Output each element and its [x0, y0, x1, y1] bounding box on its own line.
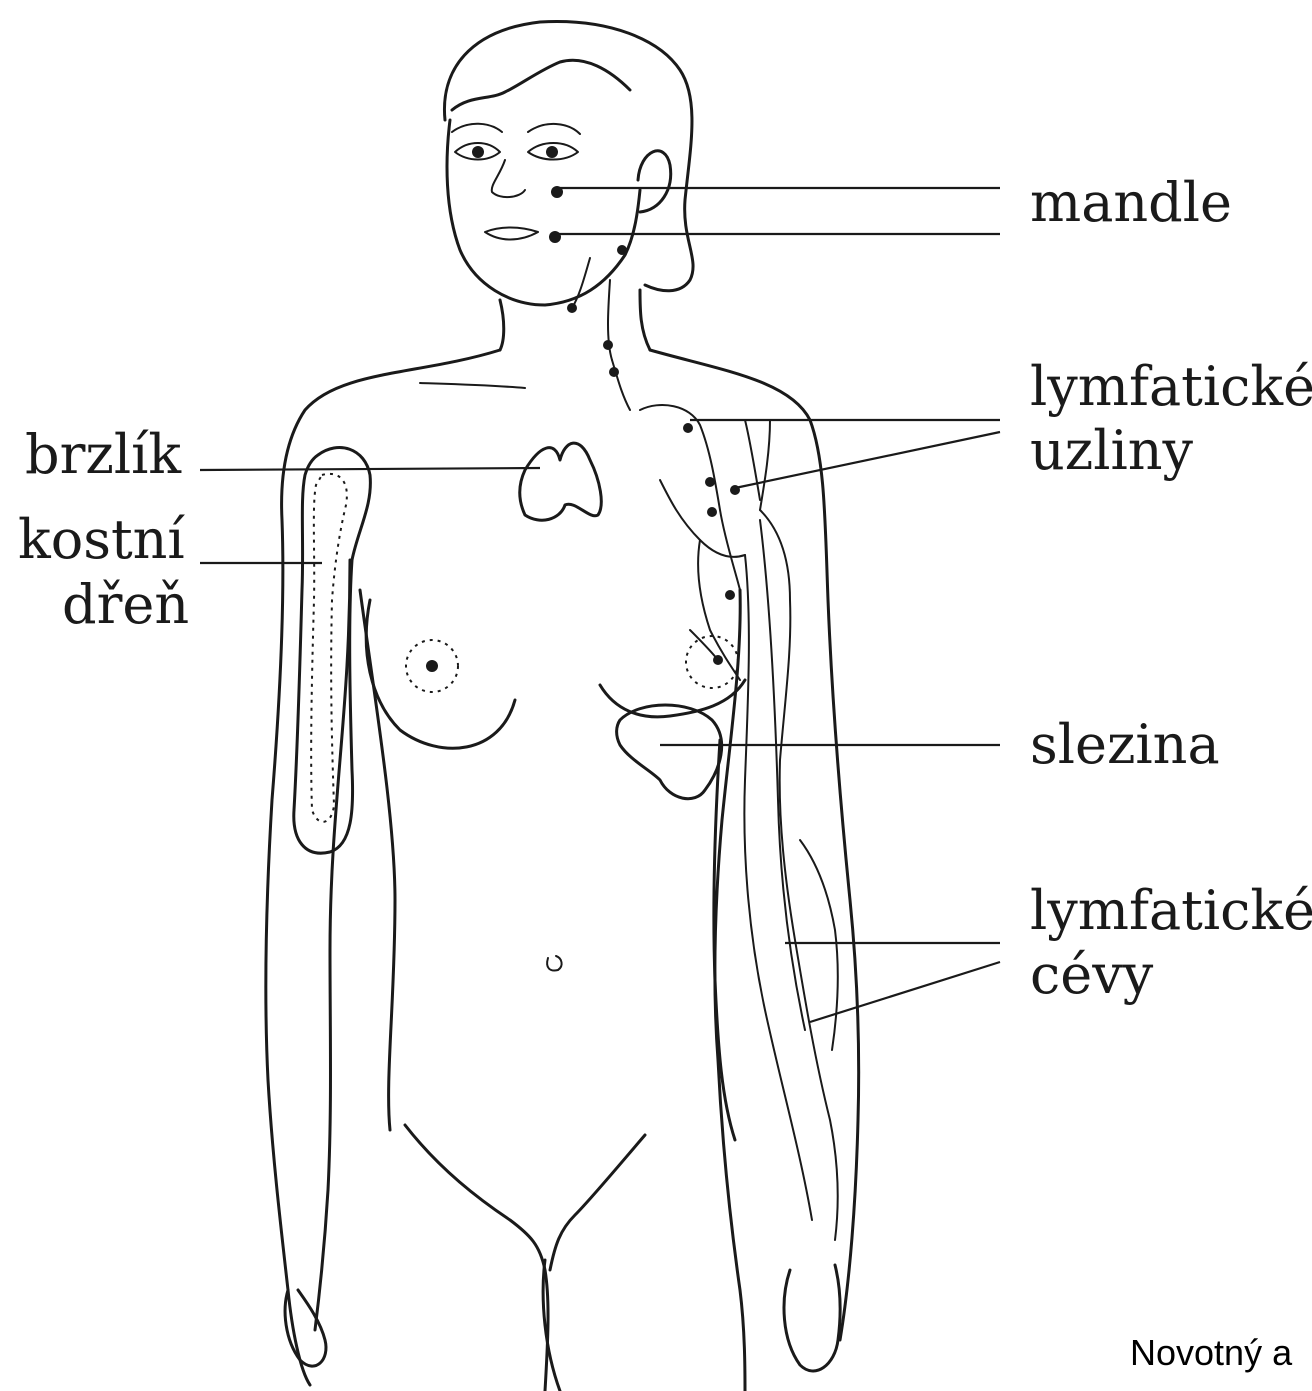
neck-right	[640, 290, 650, 350]
neck-left	[500, 300, 504, 350]
right-hand	[784, 1265, 840, 1371]
groin	[405, 1125, 548, 1391]
ear	[638, 151, 671, 212]
label-lymph-nodes-line2: uzliny	[1030, 424, 1193, 478]
label-mandle: mandle	[1030, 176, 1232, 230]
spleen-organ	[617, 705, 722, 799]
mouth	[485, 228, 538, 240]
fringe	[452, 60, 630, 110]
left-waist	[360, 590, 395, 1130]
label-lymph-nodes-line1: lymfatické	[1030, 360, 1312, 414]
lymph-network	[640, 405, 740, 590]
torso-outline	[266, 350, 500, 1385]
tonsil-dot-lower	[549, 231, 561, 243]
label-bone-marrow-line2: dřeň	[62, 578, 189, 632]
label-lymph-vessels-line1: lymfatické	[1030, 884, 1312, 938]
thymus-organ	[520, 443, 602, 520]
right-shoulder	[650, 350, 859, 1340]
image-credit: Novotný a	[1130, 1335, 1292, 1371]
label-bone-marrow-line1: kostní	[18, 513, 185, 567]
marrow-cavity	[311, 474, 347, 822]
label-spleen: slezina	[1030, 718, 1220, 772]
label-lymph-vessels-line2: cévy	[1030, 948, 1153, 1002]
left-nipple	[426, 660, 438, 672]
right-arm-inner	[715, 590, 745, 1391]
leader-thymus	[200, 468, 540, 470]
navel	[547, 956, 562, 971]
leader-nodes-2	[735, 432, 1000, 488]
right-breast	[600, 680, 745, 717]
nose	[492, 160, 525, 197]
label-thymus: brzlík	[25, 428, 181, 482]
left-arm-inner	[315, 560, 350, 1330]
left-breast	[366, 600, 515, 748]
